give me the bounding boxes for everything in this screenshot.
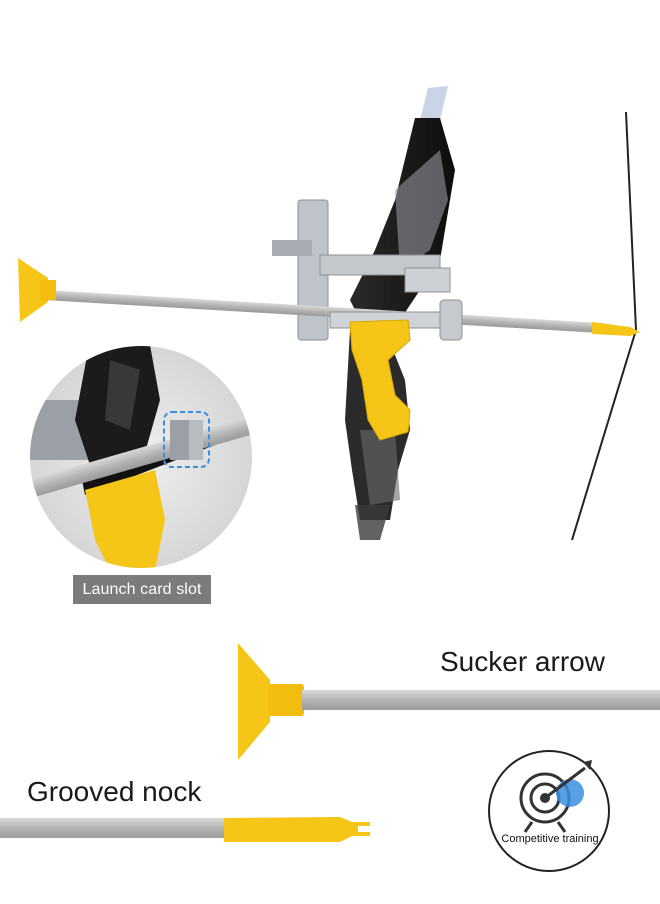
bow-string	[571, 111, 637, 541]
grooved-nock-detail	[0, 817, 370, 842]
bow-grip	[349, 319, 411, 441]
main-arrow	[18, 258, 640, 336]
sucker-arrow-detail	[238, 643, 660, 760]
grooved-nock-label: Grooved nock	[27, 776, 202, 807]
competitive-training-text: Competitive training	[501, 833, 599, 845]
bow-sight	[272, 199, 451, 341]
competitive-training-badge	[488, 750, 610, 872]
launch-card-slot-label: Launch card slot	[73, 575, 211, 604]
target-icon	[519, 760, 592, 833]
zoom-detail-circle	[30, 346, 252, 568]
sucker-arrow-label: Sucker arrow	[440, 646, 605, 677]
